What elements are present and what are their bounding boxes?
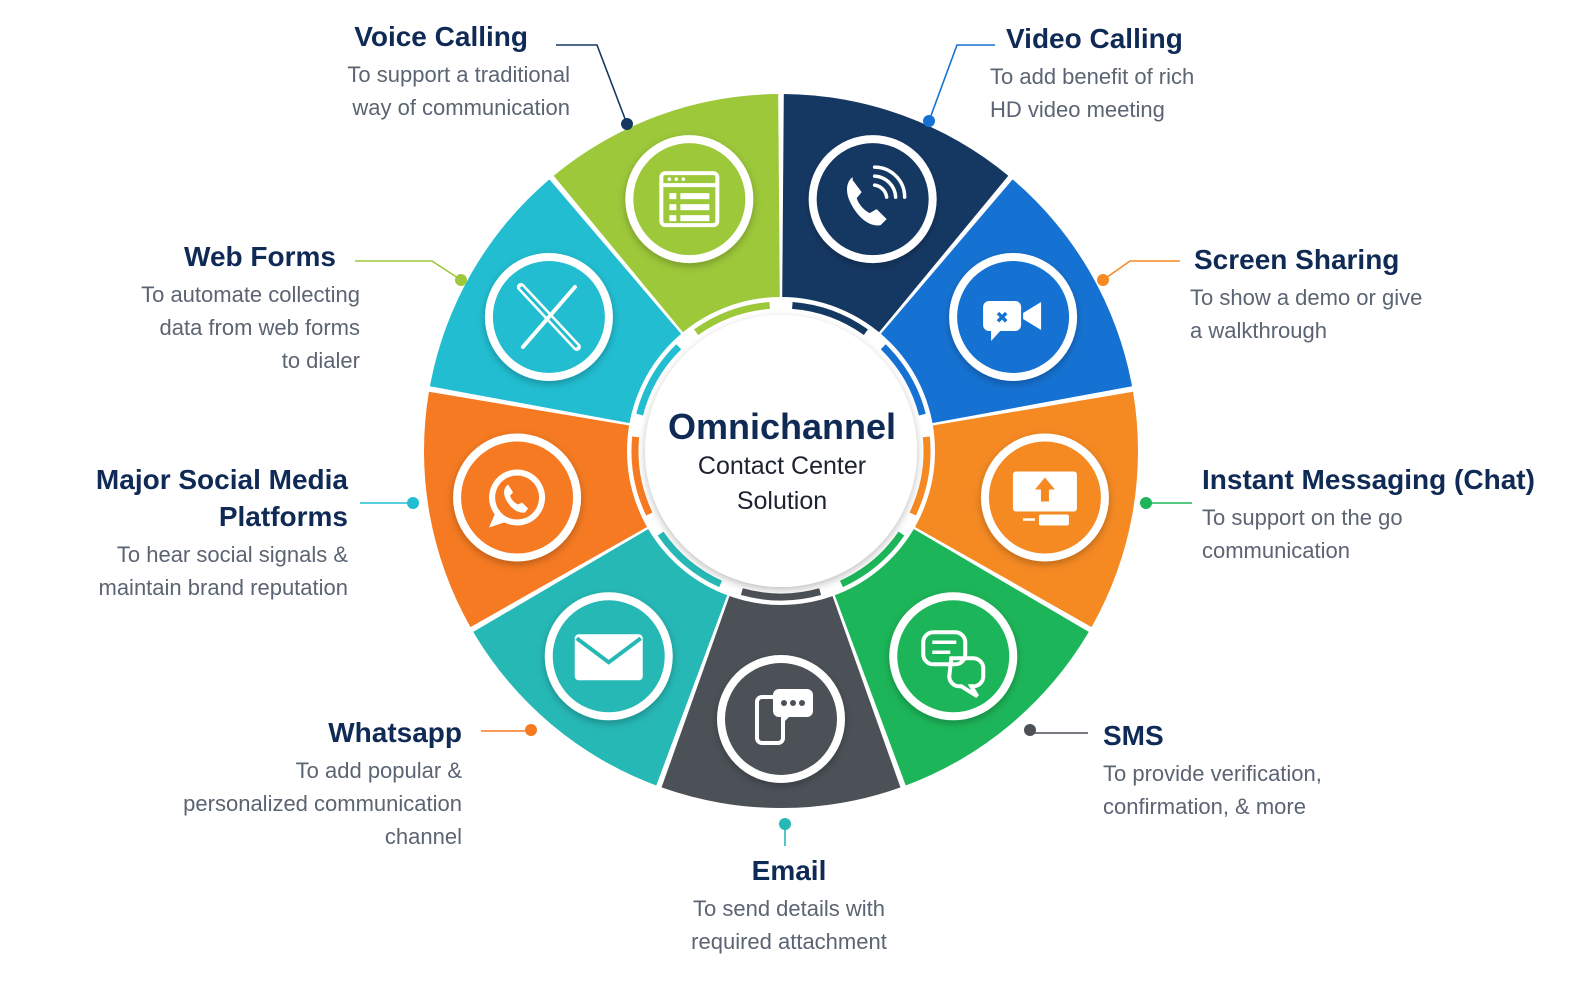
segment-sms — [661, 595, 901, 808]
connector-video-calling — [923, 44, 995, 127]
whatsapp-desc-2: personalized communication — [183, 791, 462, 816]
social-media-title-1: Major Social Media — [95, 464, 348, 495]
ring-arc-screen-sharing — [909, 436, 931, 516]
center-title: Omnichannel — [667, 406, 897, 447]
envelope-icon — [544, 592, 673, 721]
segment-video-calling: ✖ — [880, 179, 1133, 424]
voice-calling-desc-1: To support a traditional — [347, 62, 570, 87]
whatsapp-title: Whatsapp — [328, 717, 462, 748]
sms-title: SMS — [1103, 720, 1164, 751]
label-social-media: Major Social Media Platforms To hear soc… — [40, 461, 348, 604]
social-media-title-2: Platforms — [218, 501, 348, 532]
connector-instant-messaging-chat — [1140, 497, 1192, 509]
label-web-forms: Web Forms To automate collecting data fr… — [60, 238, 360, 377]
video-calling-desc-2: HD video meeting — [990, 97, 1165, 122]
segment-major-social-media-platforms — [429, 179, 682, 424]
label-instant-messaging: Instant Messaging (Chat) To support on t… — [1202, 461, 1572, 567]
screen-share-icon — [980, 433, 1109, 562]
connector-whatsapp — [481, 724, 537, 736]
voice-calling-desc-2: way of communication — [352, 95, 570, 120]
whatsapp-icon — [453, 433, 582, 562]
whatsapp-desc-1: To add popular & — [295, 758, 462, 783]
connector-email — [779, 818, 791, 846]
label-voice-calling: Voice Calling To support a traditional w… — [290, 18, 570, 124]
ring-arc-video-calling — [880, 344, 926, 416]
web-form-icon — [625, 135, 754, 264]
video-calling-desc-1: To add benefit of rich — [990, 64, 1195, 89]
x-logo-icon — [484, 253, 613, 381]
label-sms: SMS To provide verification, confirmatio… — [1103, 717, 1403, 823]
sms-phone-icon — [717, 655, 845, 783]
sms-desc-2: confirmation, & more — [1103, 794, 1306, 819]
segment-web-forms — [553, 94, 780, 334]
ring-arc-voice-calling — [792, 301, 868, 336]
segment-whatsapp — [424, 391, 648, 628]
sms-desc-1: To provide verification, — [1103, 761, 1322, 786]
ring-arc-major-social-media-platforms — [636, 344, 682, 416]
email-desc-2: required attachment — [691, 929, 887, 954]
social-media-desc-2: maintain brand reputation — [98, 575, 349, 600]
ring-arc-whatsapp — [631, 436, 653, 516]
inner-band — [627, 297, 935, 605]
connector-web-forms — [355, 260, 467, 286]
center-disc — [645, 315, 917, 587]
chat-bubbles-icon — [889, 592, 1018, 721]
connector-sms — [1024, 724, 1088, 736]
screen-sharing-desc-2: a walkthrough — [1190, 318, 1327, 343]
label-screen-sharing: Screen Sharing To show a demo or give a … — [1190, 241, 1490, 347]
phone-icon — [808, 135, 937, 264]
social-media-desc-1: To hear social signals & — [116, 542, 348, 567]
segment-screen-sharing — [914, 391, 1138, 628]
web-forms-title: Web Forms — [184, 241, 336, 272]
segment-voice-calling — [782, 94, 1009, 334]
segment-email — [473, 528, 728, 786]
email-desc-1: To send details with — [693, 896, 885, 921]
ring-arc-web-forms — [694, 301, 770, 336]
web-forms-desc-3: to dialer — [281, 348, 360, 373]
connector-major-social-media-platforms — [360, 497, 419, 509]
label-whatsapp: Whatsapp To add popular & personalized c… — [140, 714, 462, 853]
label-video-calling: Video Calling To add benefit of rich HD … — [990, 20, 1270, 126]
video-camera-icon: ✖ — [949, 253, 1078, 381]
ring-arc-sms — [740, 588, 822, 601]
instant-messaging-title: Instant Messaging (Chat) — [1202, 464, 1535, 495]
center-subtitle-line2: Solution — [736, 487, 828, 515]
ring-arc-email — [657, 531, 723, 588]
whatsapp-desc-3: channel — [384, 824, 462, 849]
voice-calling-title: Voice Calling — [354, 21, 528, 52]
segment-instant-messaging-chat — [834, 528, 1089, 786]
instant-messaging-desc-2: communication — [1202, 538, 1350, 563]
email-title: Email — [751, 855, 827, 886]
web-forms-desc-2: data from web forms — [159, 315, 360, 340]
center-label: Omnichannel Contact Center Solution — [640, 405, 924, 519]
connector-screen-sharing — [1097, 260, 1180, 286]
connector-voice-calling — [556, 44, 633, 130]
label-email: Email To send details with required atta… — [634, 852, 944, 958]
instant-messaging-desc-1: To support on the go — [1202, 505, 1403, 530]
svg-text:✖: ✖ — [995, 308, 1008, 327]
video-calling-title: Video Calling — [1006, 23, 1183, 54]
center-subtitle-line1: Contact Center — [697, 452, 867, 480]
screen-sharing-desc-1: To show a demo or give — [1190, 285, 1423, 310]
ring-arc-instant-messaging-chat — [839, 531, 905, 588]
screen-sharing-title: Screen Sharing — [1194, 244, 1400, 275]
web-forms-desc-1: To automate collecting — [141, 282, 360, 307]
